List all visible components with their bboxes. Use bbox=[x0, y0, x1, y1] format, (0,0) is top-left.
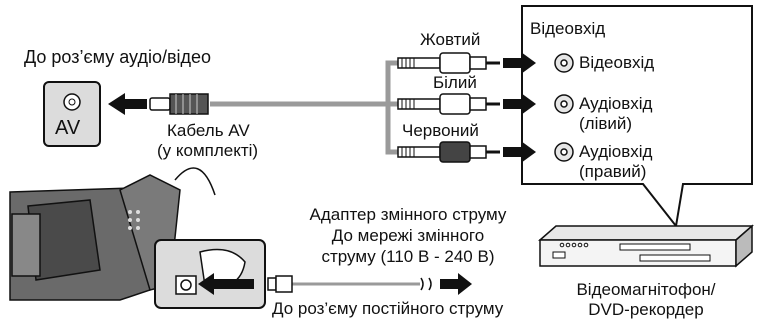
adapter-label-line3: струму (110 В - 240 В) bbox=[321, 247, 495, 266]
mains-arrow bbox=[440, 273, 472, 295]
recorder-panel-header: Відеовхід bbox=[530, 19, 606, 38]
dc-insert-arrow bbox=[198, 273, 254, 295]
av-port-label: AV bbox=[55, 117, 81, 139]
adapter-label-line2: До мережі змінного bbox=[331, 226, 485, 245]
recorder-label-line1: Відеомагнітофон/ bbox=[576, 280, 716, 299]
audio-left-label-1: Аудіовхід bbox=[579, 94, 653, 113]
recorder-label-line2: DVD-рекордер bbox=[588, 300, 704, 319]
camcorder bbox=[9, 167, 216, 301]
dc-jack-callout bbox=[154, 239, 266, 309]
recorder-jacks bbox=[554, 53, 574, 162]
rca-plug-yellow bbox=[397, 52, 500, 74]
recorder-callout-panel bbox=[521, 5, 753, 229]
insert-arrows bbox=[503, 52, 536, 163]
video-in-label: Відеовхід bbox=[579, 53, 655, 72]
cable-label-line2: (у комплекті) bbox=[157, 141, 259, 160]
adapter-label-line1: Адаптер змінного струму bbox=[309, 205, 507, 224]
av-insert-arrow bbox=[108, 93, 147, 115]
audio-left-label-2: (лівий) bbox=[579, 114, 633, 133]
vcr-dvd-recorder bbox=[538, 224, 754, 268]
cable-break-mark bbox=[420, 277, 432, 291]
audio-right-label-1: Аудіовхід bbox=[579, 142, 653, 161]
plug-color-red: Червоний bbox=[402, 121, 479, 140]
plug-color-yellow: Жовтий bbox=[420, 30, 481, 49]
cable-label-line1: Кабель AV bbox=[167, 121, 250, 140]
av-cable bbox=[210, 60, 420, 286]
audio-right-label-2: (правий) bbox=[579, 162, 647, 181]
dc-plug bbox=[267, 275, 293, 293]
av-mini-plug bbox=[149, 93, 209, 115]
av-jack-label: До роз’єму аудіо/відео bbox=[24, 47, 212, 67]
plug-color-white: Білий bbox=[433, 73, 477, 92]
dc-jack-label: До роз’єму постійного струму bbox=[272, 299, 504, 318]
av-jack-callout bbox=[43, 81, 101, 147]
rca-plug-red bbox=[397, 141, 500, 163]
rca-plug-white bbox=[397, 93, 500, 115]
